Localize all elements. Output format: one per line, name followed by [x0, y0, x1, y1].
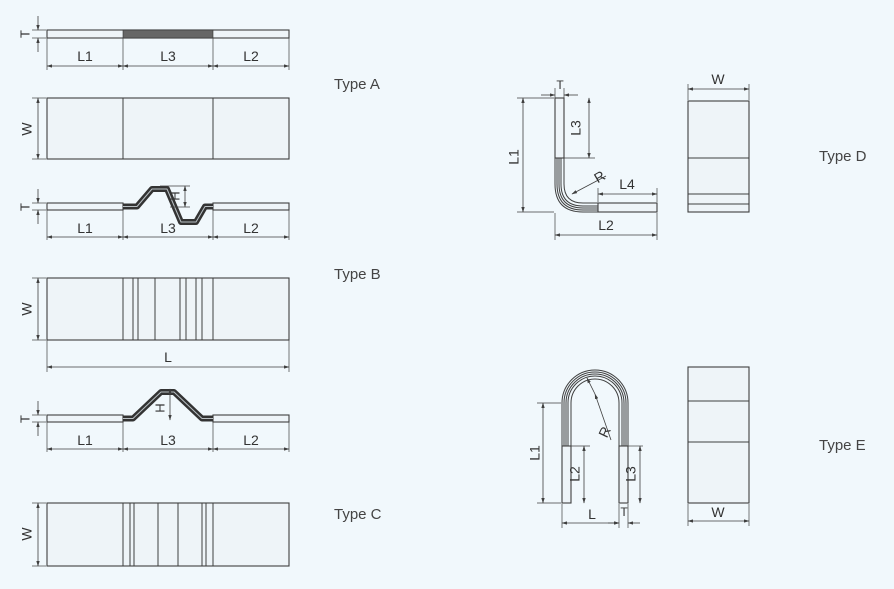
type-b-l3-label: L3: [160, 220, 176, 236]
type-a-l2-label: L2: [243, 48, 259, 64]
type-e-l3-label: L3: [623, 466, 639, 482]
type-b-l1-label: L1: [77, 220, 93, 236]
type-e-l1-label: L1: [527, 445, 543, 461]
type-e-t-label: T: [620, 505, 628, 519]
type-b-l-label: L: [164, 349, 172, 365]
type-c-top-view: W: [19, 502, 290, 567]
type-c-l1-label: L1: [77, 432, 93, 448]
type-c-label: Type C: [334, 506, 382, 523]
type-e-r-label: R: [595, 424, 614, 440]
type-e-front-view: W: [687, 366, 750, 526]
type-a-w-label: W: [19, 122, 35, 136]
type-d-l4-label: L4: [619, 176, 635, 192]
type-b-top-view: W L: [19, 277, 290, 372]
type-e-w-label: W: [711, 504, 725, 520]
type-e-group: L1 L2 L3 R L T: [527, 366, 866, 528]
type-d-l2-label: L2: [598, 217, 614, 233]
type-c-t-label: T: [17, 415, 32, 423]
type-d-t-label: T: [556, 78, 564, 92]
type-d-l1-label: L1: [506, 149, 522, 165]
type-c-group: H T L1 L3 L2 W Type C: [17, 388, 382, 567]
type-b-h-label: H: [167, 191, 182, 200]
type-b-l2-label: L2: [243, 220, 259, 236]
type-e-side-view: L1 L2 L3 R L T: [527, 369, 643, 528]
type-a-l1-label: L1: [77, 48, 93, 64]
type-a-t-label: T: [17, 30, 32, 38]
type-c-l2-label: L2: [243, 432, 259, 448]
type-a-side-view: T L1 L3 L2: [17, 16, 290, 70]
type-a-label: Type A: [334, 76, 380, 93]
type-d-front-view: W: [687, 71, 750, 213]
type-a-l3-label: L3: [160, 48, 176, 64]
type-a-group: T L1 L3 L2 W Type A: [17, 16, 380, 160]
type-c-side-view: H T L1 L3 L2: [17, 388, 290, 452]
type-d-w-label: W: [711, 71, 725, 87]
type-b-t-label: T: [17, 203, 32, 211]
type-d-group: L1 T L3 R L4 L2: [506, 71, 867, 240]
type-e-l-label: L: [588, 506, 596, 522]
type-b-group: H T L1 L3 L2 W: [17, 185, 381, 372]
type-b-side-view: H T L1 L3 L2: [17, 185, 290, 240]
type-c-h-label: H: [152, 403, 167, 412]
type-c-w-label: W: [19, 527, 35, 541]
type-e-l2-label: L2: [567, 466, 583, 482]
type-a-top-view: W: [19, 97, 290, 160]
type-b-label: Type B: [334, 266, 381, 283]
type-d-side-view: L1 T L3 R L4 L2: [506, 78, 658, 240]
type-d-label: Type D: [819, 148, 867, 165]
type-b-w-label: W: [19, 302, 35, 316]
type-d-l3-label: L3: [568, 120, 584, 136]
type-c-l3-label: L3: [160, 432, 176, 448]
type-e-label: Type E: [819, 437, 866, 454]
